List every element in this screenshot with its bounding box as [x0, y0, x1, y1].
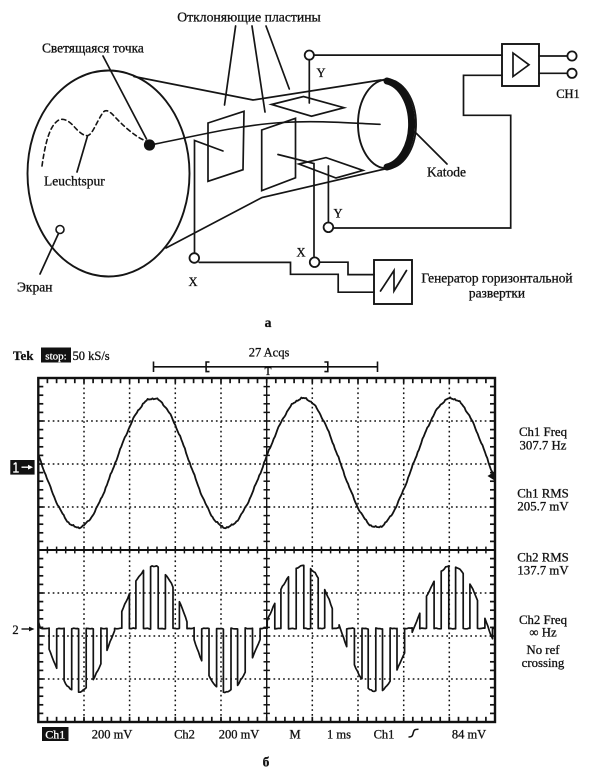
svg-text:Ch1 RMS: Ch1 RMS	[517, 487, 569, 501]
svg-text:T: T	[264, 366, 271, 378]
svg-text:crossing: crossing	[522, 656, 565, 670]
svg-text:No ref: No ref	[526, 643, 560, 657]
svg-text:137.7 mV: 137.7 mV	[517, 564, 569, 578]
svg-text:Ch2 Freq: Ch2 Freq	[519, 613, 568, 627]
svg-text:X: X	[296, 246, 305, 260]
svg-text:Ch1: Ch1	[45, 728, 65, 742]
svg-text:50 kS/s: 50 kS/s	[73, 349, 110, 363]
svg-text:27 Acqs: 27 Acqs	[249, 346, 290, 360]
svg-text:Katode: Katode	[427, 165, 466, 180]
svg-text:307.7 Hz: 307.7 Hz	[520, 439, 567, 453]
svg-text:200 mV: 200 mV	[92, 728, 133, 742]
svg-text:Светящаяся точка: Светящаяся точка	[42, 41, 144, 56]
svg-text:stop:: stop:	[45, 351, 66, 363]
svg-text:Ch2 RMS: Ch2 RMS	[517, 551, 569, 565]
svg-text:развертки: развертки	[469, 286, 525, 301]
svg-text:200 mV: 200 mV	[219, 728, 260, 742]
svg-text:∞ Hz: ∞ Hz	[529, 626, 557, 640]
svg-text:Генератор горизонтальной: Генератор горизонтальной	[421, 271, 572, 286]
svg-text:Экран: Экран	[17, 280, 52, 295]
svg-text:Y: Y	[316, 66, 325, 80]
svg-text:Ch1: Ch1	[374, 728, 395, 742]
svg-text:Leuchtspur: Leuchtspur	[44, 174, 105, 189]
svg-text:Ch1 Freq: Ch1 Freq	[519, 425, 568, 439]
svg-text:Y: Y	[333, 207, 342, 221]
svg-text:X: X	[188, 275, 197, 289]
svg-text:Tek: Tek	[13, 348, 34, 363]
svg-text:M: M	[289, 728, 300, 742]
svg-text:CH1: CH1	[556, 87, 580, 101]
svg-text:84 mV: 84 mV	[452, 728, 486, 742]
svg-text:Ch2: Ch2	[174, 728, 195, 742]
svg-text:а: а	[265, 315, 272, 330]
svg-text:205.7 mV: 205.7 mV	[517, 500, 569, 514]
svg-text:Отклоняющие пластины: Отклоняющие пластины	[177, 10, 321, 25]
svg-text:1 ms: 1 ms	[327, 728, 351, 742]
svg-text:б: б	[263, 755, 270, 770]
svg-text:2: 2	[12, 623, 18, 637]
